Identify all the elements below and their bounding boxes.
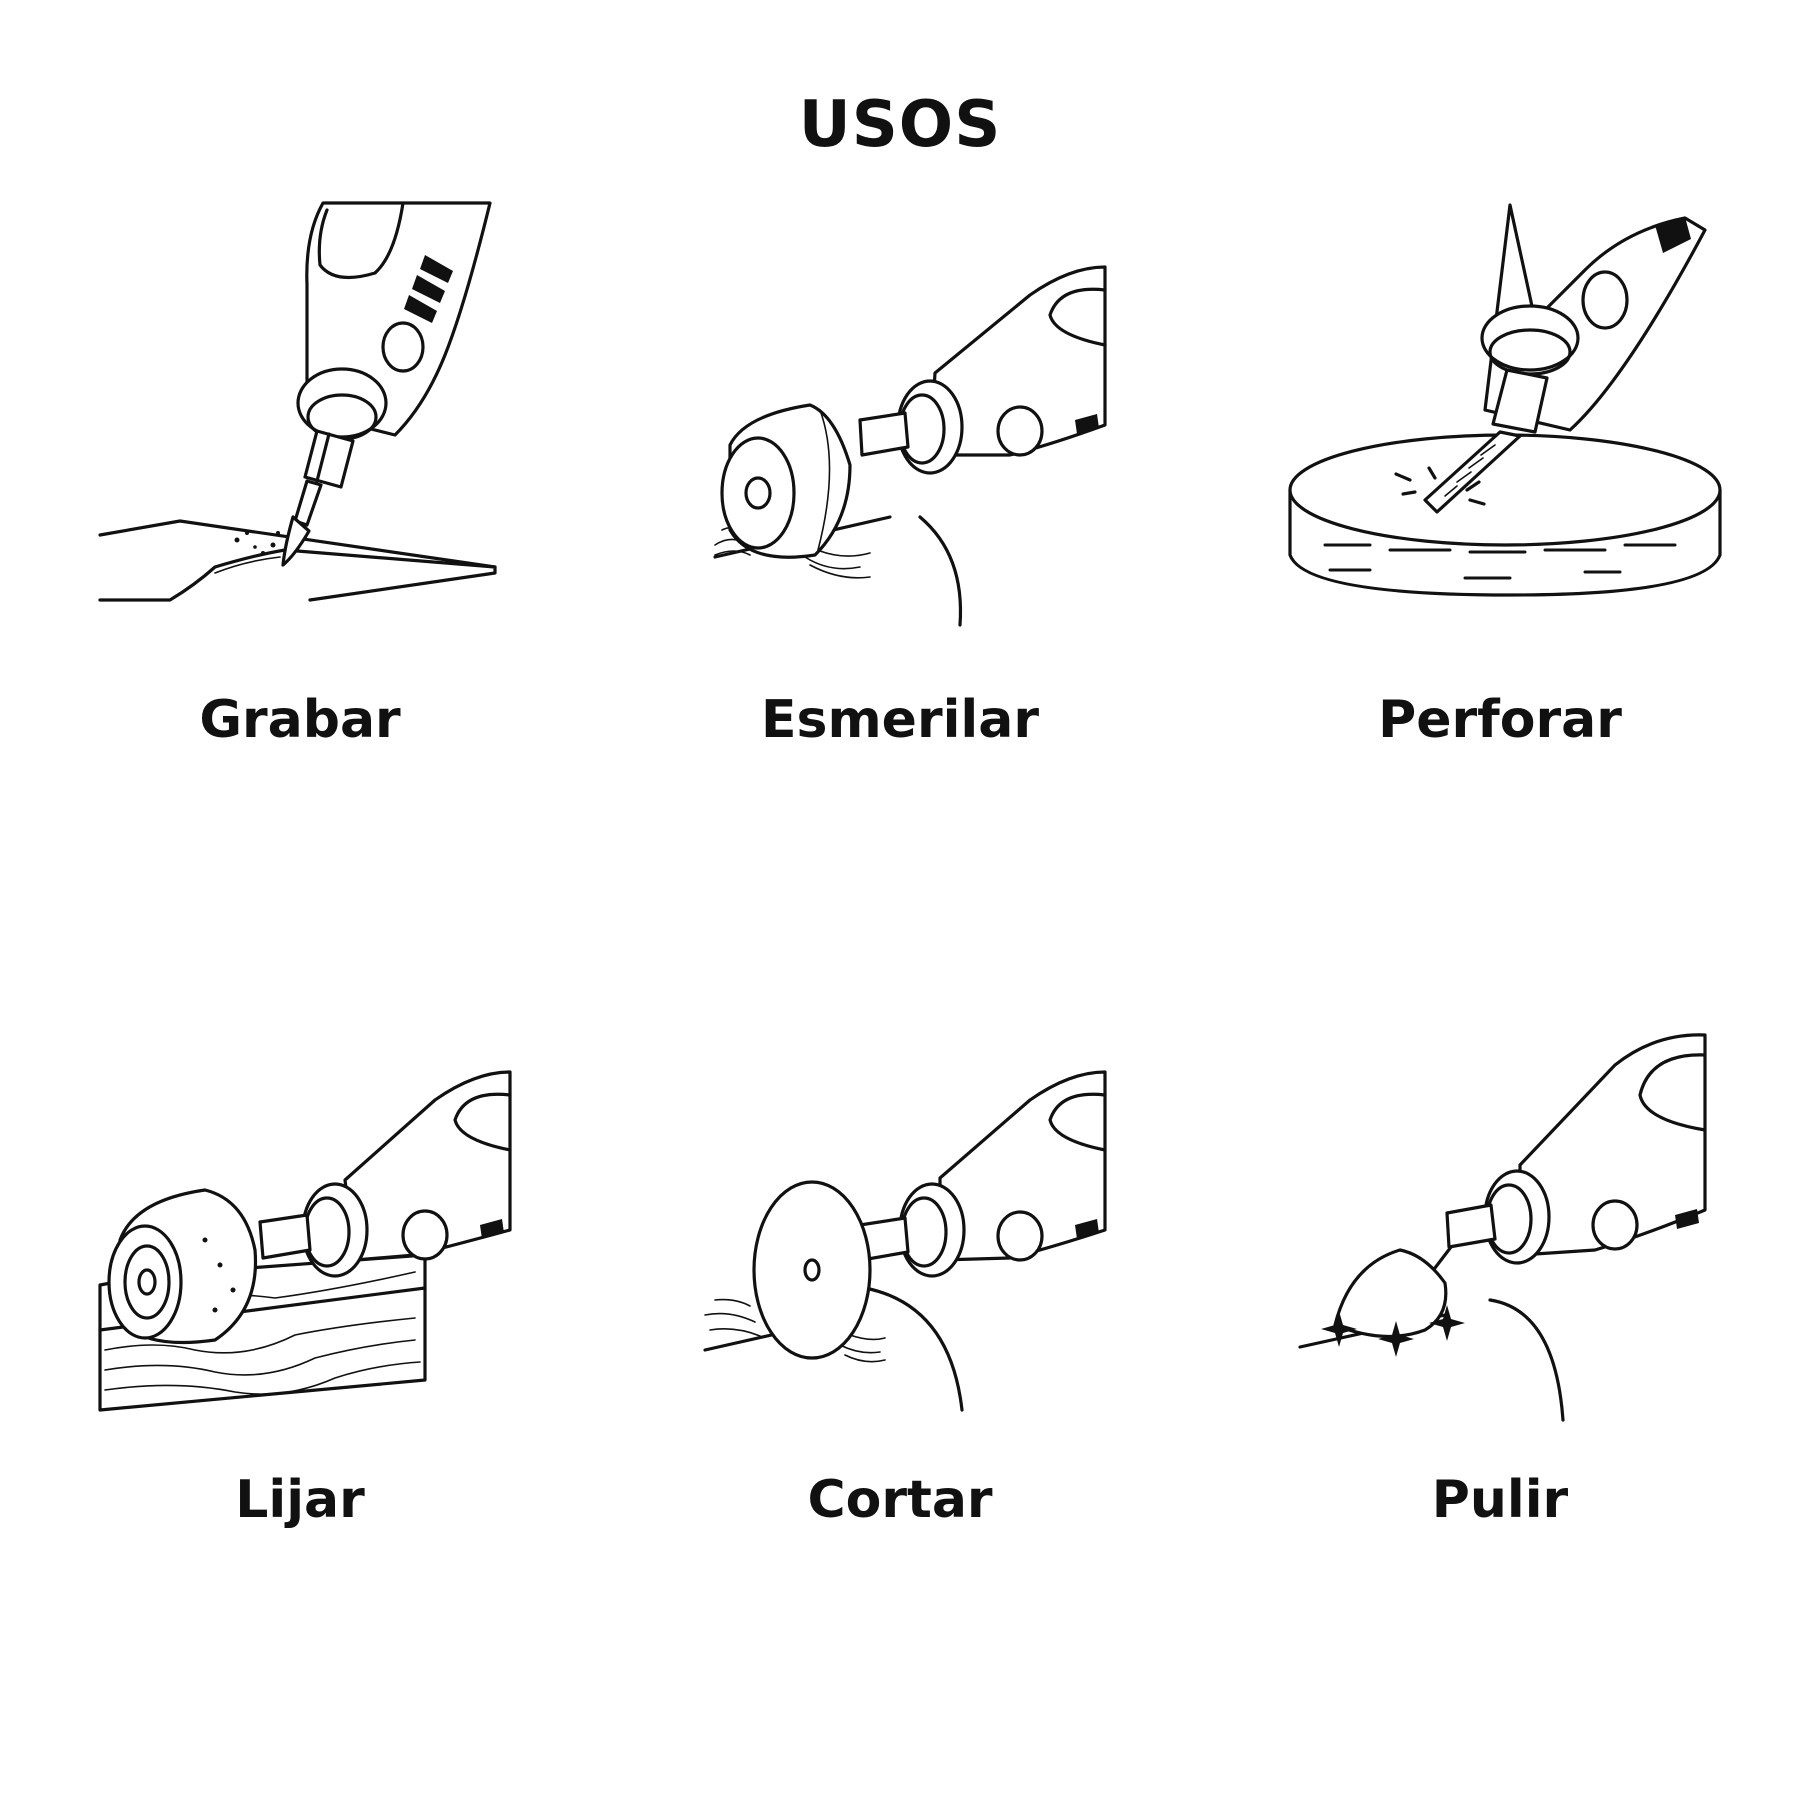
use-label-pulir: Pulir xyxy=(1431,1470,1569,1530)
use-label-cortar: Cortar xyxy=(807,1470,993,1530)
grinding-icon xyxy=(713,265,1107,627)
sanding-icon xyxy=(98,1070,512,1412)
page-title: USOS xyxy=(798,88,1002,162)
use-label-lijar: Lijar xyxy=(235,1470,365,1530)
use-label-grabar: Grabar xyxy=(199,690,401,750)
polishing-icon xyxy=(1298,1033,1707,1422)
use-label-perforar: Perforar xyxy=(1378,690,1622,750)
drilling-icon xyxy=(1288,203,1722,597)
cutting-icon xyxy=(703,1070,1107,1412)
use-label-esmerilar: Esmerilar xyxy=(761,690,1039,750)
engraving-icon xyxy=(98,201,497,602)
